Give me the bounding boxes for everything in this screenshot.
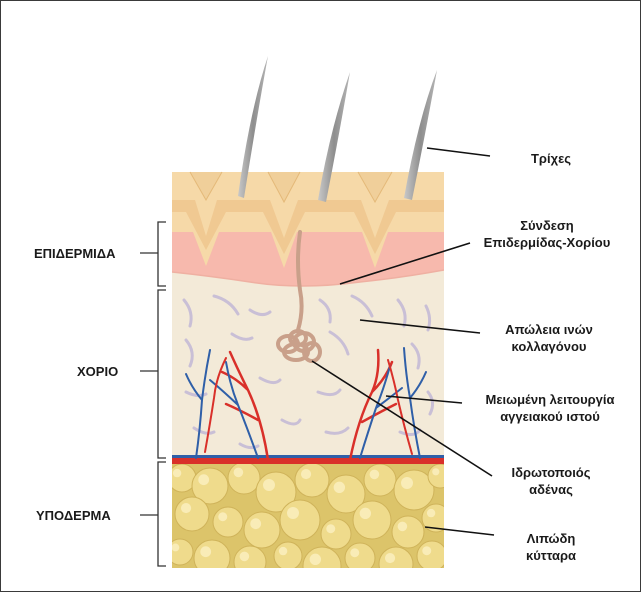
fat-cell — [244, 512, 280, 548]
label-vascular-line2: αγγειακού ιστού — [485, 408, 614, 425]
fat-cell-highlight — [181, 503, 191, 513]
fat-cell-highlight — [334, 482, 345, 493]
fat-cell-highlight — [200, 546, 211, 557]
label-junction: Σύνδεση Επιδερμίδας-Χορίου — [484, 217, 611, 251]
fat-cell — [321, 519, 351, 549]
label-hypodermis: ΥΠΟΔΕΡΜΑ — [36, 507, 111, 524]
fat-cell — [428, 464, 452, 488]
fat-cell — [175, 497, 209, 531]
fat-cell — [274, 542, 302, 570]
left-brackets — [140, 222, 166, 566]
fat-cell-highlight — [287, 507, 299, 519]
fat-cell — [228, 462, 260, 494]
fat-cell-highlight — [198, 474, 209, 485]
label-sweat-gland: Ιδρωτοποιός αδένας — [511, 464, 590, 498]
fat-cell — [167, 539, 193, 565]
fat-cell — [345, 543, 375, 573]
fat-cell-highlight — [250, 518, 261, 529]
fat-cell-highlight — [350, 548, 359, 557]
fat-cell — [213, 507, 243, 537]
label-junction-line1: Σύνδεση — [484, 217, 611, 234]
fat-cell-highlight — [422, 546, 431, 555]
label-sweat-gland-line1: Ιδρωτοποιός — [511, 464, 590, 481]
label-hairs: Τρίχες — [531, 150, 571, 167]
fat-cell-highlight — [218, 512, 227, 521]
fat-cell — [353, 501, 391, 539]
label-junction-line2: Επιδερμίδας-Χορίου — [484, 234, 611, 251]
label-fat-cells-line1: Λιπώδη — [526, 530, 576, 547]
fat-cell — [303, 547, 341, 585]
fat-cell-highlight — [301, 469, 311, 479]
fat-cell-highlight — [432, 468, 439, 475]
fat-cell — [379, 547, 413, 581]
label-dermis: ΧΟΡΙΟ — [77, 363, 118, 380]
label-vascular-line1: Μειωμένη λειτουργία — [485, 391, 614, 408]
vein-base — [172, 455, 444, 458]
fat-cell-highlight — [279, 547, 287, 555]
fat-cell-highlight — [370, 470, 380, 480]
fat-cell — [417, 541, 447, 571]
label-fat-cells-line2: κύτταρα — [526, 547, 576, 564]
label-vascular: Μειωμένη λειτουργία αγγειακού ιστού — [485, 391, 614, 425]
fat-cell-highlight — [360, 508, 371, 519]
fat-cell-highlight — [310, 554, 321, 565]
label-epidermis: ΕΠΙΔΕΡΜΙΔΑ — [34, 245, 116, 262]
fat-cell — [392, 516, 424, 548]
fat-cell-highlight — [172, 544, 180, 552]
fat-cell-highlight — [398, 522, 408, 532]
fat-cell-highlight — [173, 469, 181, 477]
fat-cell — [194, 540, 230, 576]
label-sweat-gland-line2: αδένας — [511, 481, 590, 498]
fat-cell — [295, 463, 329, 497]
fat-cell-highlight — [385, 553, 395, 563]
label-collagen-line2: κολλαγόνου — [505, 338, 593, 355]
fat-cell — [280, 500, 320, 540]
fat-cell-highlight — [234, 468, 244, 478]
fat-cell-highlight — [401, 477, 413, 489]
fat-cell-highlight — [427, 509, 435, 517]
fat-cell-highlight — [240, 552, 250, 562]
label-collagen: Απώλεια ινών κολλαγόνου — [505, 321, 593, 355]
fat-cell-highlight — [326, 524, 335, 533]
fat-cell — [364, 464, 396, 496]
dermis-layer — [172, 270, 444, 464]
label-fat-cells: Λιπώδη κύτταρα — [526, 530, 576, 564]
fat-cell-highlight — [263, 479, 275, 491]
artery-base — [172, 458, 444, 464]
fat-cell — [234, 546, 266, 578]
label-collagen-line1: Απώλεια ινών — [505, 321, 593, 338]
